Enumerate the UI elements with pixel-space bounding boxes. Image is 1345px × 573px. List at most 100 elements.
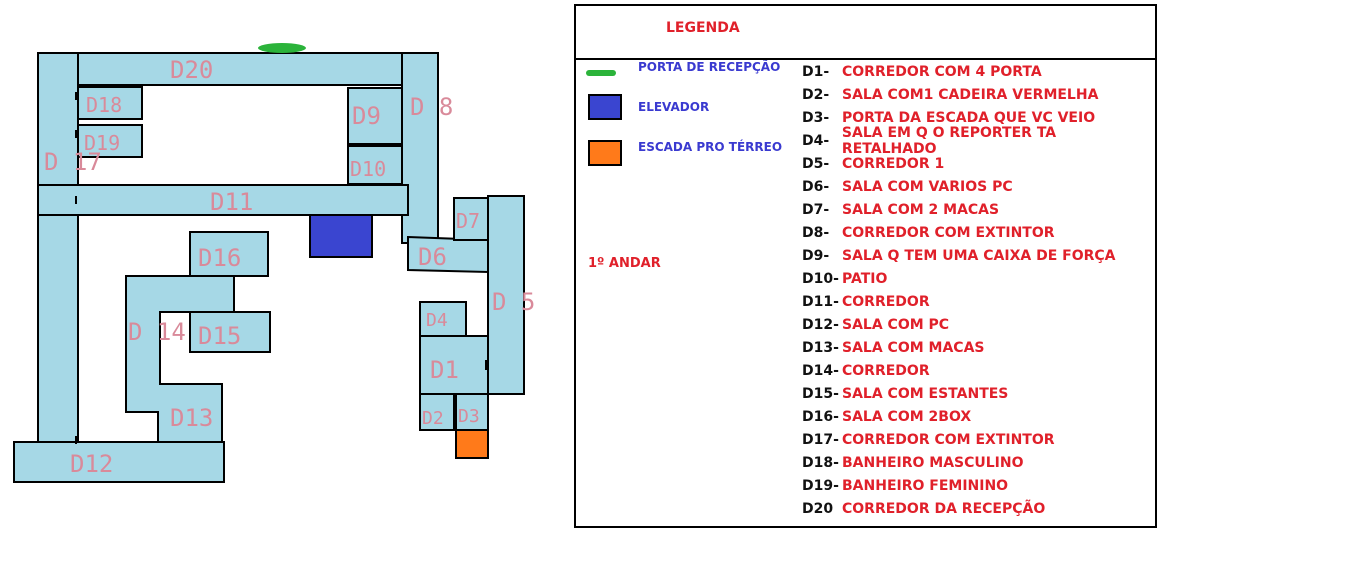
room-list-item: D7-SALA COM 2 MACAS (802, 198, 1155, 221)
label-d15: D15 (198, 322, 241, 350)
room-description: SALA COM ESTANTES (842, 385, 1009, 402)
room-code: D13- (802, 339, 839, 356)
room-description: SALA COM VARIOS PC (842, 178, 1013, 195)
room-code: D7- (802, 201, 830, 218)
room-description: BANHEIRO FEMININO (842, 477, 1009, 494)
room-d14 (125, 275, 235, 443)
room-description: CORREDOR COM EXTINTOR (842, 431, 1055, 448)
room-list-item: D6- SALA COM VARIOS PC (802, 175, 1155, 198)
room-list-item: D3- PORTA DA ESCADA QUE VC VEIO (802, 106, 1155, 129)
room-description: SALA Q TEM UMA CAIXA DE FORÇA (842, 247, 1116, 264)
legend-title: LEGENDA (666, 20, 740, 36)
key-stairs: ESCADA PRO TÉRREO (638, 140, 783, 154)
room-code: D16- (802, 408, 839, 425)
room-code: D1- (802, 63, 830, 80)
room-list-item: D5- CORREDOR 1 (802, 152, 1155, 175)
room-d15 (189, 311, 271, 353)
room-code: D2- (802, 86, 830, 103)
floor-plan-map: D20 D18 D19 D 17 D11 D9 D10 D 8 D7 D6 D1… (13, 43, 535, 483)
room-d5 (487, 195, 525, 395)
room-code: D18- (802, 454, 839, 471)
room-code: D10- (802, 270, 839, 287)
room-list-item: D1-CORREDOR COM 4 PORTA (802, 60, 1155, 83)
room-description: SALA COM 2BOX (842, 408, 972, 425)
room-d19 (77, 124, 143, 158)
legend-header: LEGENDA (576, 6, 1155, 60)
label-d7: D7 (456, 209, 480, 233)
room-d10 (347, 145, 403, 185)
label-d20: D20 (170, 56, 213, 84)
room-code: D8- (802, 224, 830, 241)
room-code: D5- (802, 155, 830, 172)
key-reception-door: PORTA DE RECEPÇÃO (638, 60, 781, 74)
room-code: D15- (802, 385, 839, 402)
room-d18 (77, 86, 143, 120)
room-code: D4- (802, 132, 830, 149)
label-d8: D 8 (410, 93, 453, 121)
room-list-item: D11-CORREDOR (802, 290, 1155, 313)
floor-label: 1º ANDAR (588, 256, 661, 271)
room-d2 (419, 393, 455, 431)
room-list-item: D4- SALA EM Q O REPORTER TA RETALHADO (802, 125, 1155, 157)
room-description: BANHEIRO MASCULINO (842, 454, 1024, 471)
room-description: CORREDOR DA RECEPÇÃO (842, 500, 1046, 517)
label-d3: D3 (458, 406, 480, 427)
room-description: PORTA DA ESCADA QUE VC VEIO (842, 109, 1096, 126)
room-code: D17- (802, 431, 839, 448)
room-code: D12- (802, 316, 839, 333)
room-d12 (13, 441, 225, 483)
room-list-item: D20 CORREDOR DA RECEPÇÃO (802, 497, 1155, 520)
room-d9 (347, 87, 403, 145)
room-d11 (37, 184, 409, 216)
room-list: D1-CORREDOR COM 4 PORTA D2- SALA COM1 CADE… (802, 60, 1155, 520)
room-description: SALA EM Q O REPORTER TA RETALHADO (841, 124, 1057, 157)
room-code: D20 (802, 500, 834, 517)
elevator-marker (309, 214, 373, 258)
room-list-item: D18-BANHEIRO MASCULINO (802, 451, 1155, 474)
label-d17: D 17 (44, 148, 102, 176)
room-list-item: D17-CORREDOR COM EXTINTOR (802, 428, 1155, 451)
room-code: D19- (802, 477, 839, 494)
room-code: D3- (802, 109, 830, 126)
room-d20 (37, 52, 439, 86)
label-d4: D4 (426, 310, 448, 331)
room-list-item: D14-CORREDOR (802, 359, 1155, 382)
label-d19: D19 (84, 131, 120, 155)
room-d4 (419, 301, 467, 337)
label-d14: D 14 (128, 318, 186, 346)
stairs-swatch (588, 140, 622, 166)
room-d17 (37, 52, 79, 464)
elevator-swatch (588, 94, 622, 120)
room-description: CORREDOR (842, 362, 930, 379)
room-list-item: D9-SALA Q TEM UMA CAIXA DE FORÇA (802, 244, 1155, 267)
room-description: SALA COM1 CADEIRA VERMELHA (842, 86, 1099, 103)
label-d2: D2 (422, 408, 444, 429)
key-elevator: ELEVADOR (638, 100, 710, 114)
room-list-item: D15-SALA COM ESTANTES (802, 382, 1155, 405)
room-code: D14- (802, 362, 839, 379)
label-d10: D10 (350, 157, 386, 181)
label-d9: D9 (352, 102, 381, 130)
room-description: CORREDOR (842, 293, 930, 310)
label-d13: D13 (170, 404, 213, 432)
room-d16 (189, 231, 269, 277)
label-d6: D6 (418, 243, 447, 271)
room-list-item: D19-BANHEIRO FEMININO (802, 474, 1155, 497)
room-list-item: D16-SALA COM 2BOX (802, 405, 1155, 428)
label-d5: D 5 (492, 288, 535, 316)
label-d16: D16 (198, 244, 241, 272)
reception-door-swatch (586, 70, 616, 76)
label-d12: D12 (70, 450, 113, 478)
room-code: D6- (802, 178, 830, 195)
room-description: CORREDOR 1 (842, 155, 945, 172)
label-d1: D1 (430, 356, 459, 384)
room-description: PATIO (842, 270, 888, 287)
room-description: SALA COM MACAS (842, 339, 985, 356)
room-list-item: D10-PATIO (802, 267, 1155, 290)
room-description: SALA COM PC (842, 316, 950, 333)
room-list-item: D13-SALA COM MACAS (802, 336, 1155, 359)
stairs-marker (455, 429, 489, 459)
room-list-item: D2- SALA COM1 CADEIRA VERMELHA (802, 83, 1155, 106)
label-d11: D11 (210, 188, 253, 216)
room-d3 (455, 393, 489, 431)
